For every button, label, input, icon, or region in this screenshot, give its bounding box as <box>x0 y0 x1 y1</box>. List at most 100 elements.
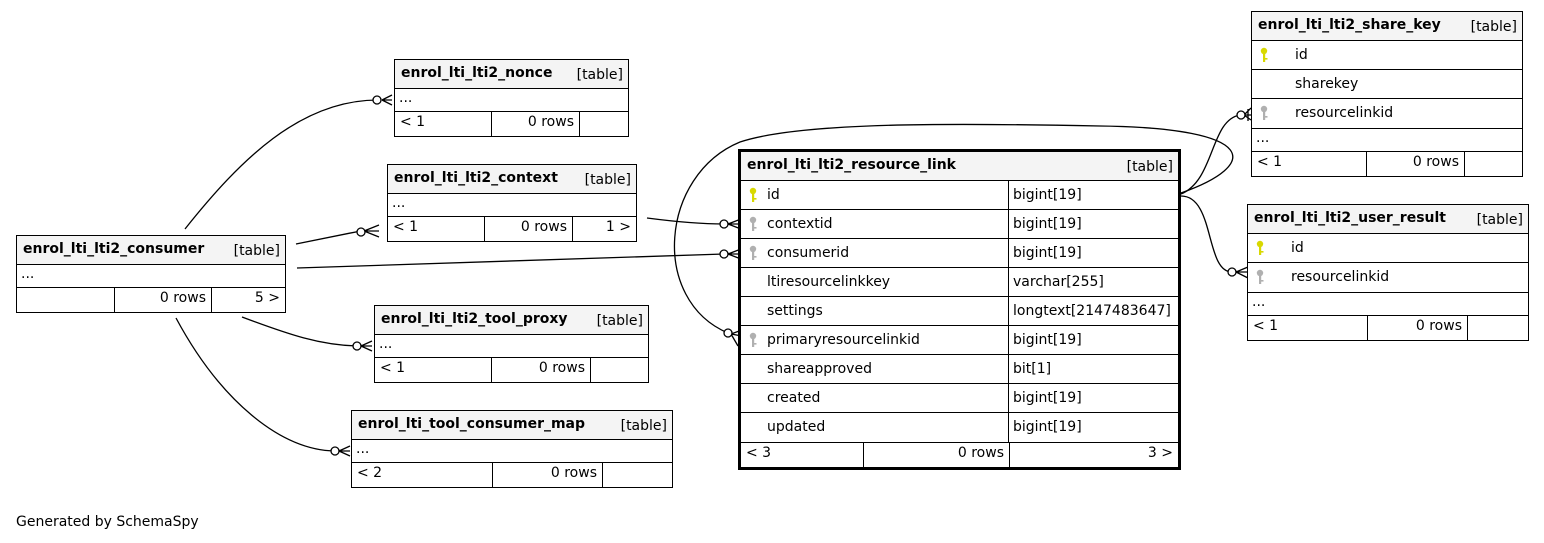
column-type: bigint[19] <box>1013 245 1082 261</box>
relationship-consumer-context <box>295 230 362 245</box>
table-enrol-lti-lti2-tool-proxy[interactable]: enrol_lti_lti2_tool_proxy [table] ... < … <box>374 305 649 383</box>
table-name[interactable]: enrol_lti_lti2_tool_proxy <box>381 311 568 327</box>
column-divider <box>1008 355 1009 383</box>
column-row-consumerid[interactable]: consumerid bigint[19] <box>741 239 1178 268</box>
table-footer: < 2 0 rows <box>352 463 672 487</box>
table-enrol-lti-tool-consumer-map[interactable]: enrol_lti_tool_consumer_map [table] ... … <box>351 410 673 488</box>
table-footer: 0 rows 5 > <box>17 288 285 312</box>
column-name: id <box>1291 240 1304 256</box>
table-header: enrol_lti_lti2_consumer [table] <box>17 236 285 265</box>
row-count: 0 rows <box>1366 152 1464 176</box>
parents-count[interactable]: < 1 <box>393 219 419 235</box>
column-row-settings[interactable]: settings longtext[2147483647] <box>741 297 1178 326</box>
table-name[interactable]: enrol_lti_lti2_user_result <box>1254 210 1446 226</box>
table-footer: < 1 0 rows 1 > <box>388 217 636 241</box>
parents-count[interactable]: < 2 <box>357 465 383 481</box>
parents-count[interactable]: < 1 <box>400 114 426 130</box>
columns-ellipsis: ... <box>352 440 672 463</box>
table-enrol-lti-lti2-share-key[interactable]: enrol_lti_lti2_share_key [table] id share… <box>1251 11 1523 177</box>
children-count[interactable]: 3 > <box>1009 443 1178 467</box>
children-count[interactable] <box>602 463 672 487</box>
primary-key-icon <box>1259 47 1273 64</box>
column-row-primaryresourcelinkid[interactable]: primaryresourcelinkid bigint[19] <box>741 326 1178 355</box>
table-name[interactable]: enrol_lti_lti2_context <box>394 170 558 186</box>
column-name: settings <box>767 303 823 319</box>
parents-count[interactable]: < 1 <box>380 360 406 376</box>
column-divider <box>1008 268 1009 296</box>
table-footer: < 1 0 rows <box>1252 152 1522 176</box>
children-count[interactable] <box>579 112 628 136</box>
row-count: 0 rows <box>863 443 1009 467</box>
column-type: bigint[19] <box>1013 216 1082 232</box>
table-name[interactable]: enrol_lti_tool_consumer_map <box>358 416 586 432</box>
column-row-sharekey[interactable]: sharekey <box>1252 70 1522 99</box>
column-row-id[interactable]: id <box>1248 234 1528 263</box>
table-type-label: [table] <box>576 67 623 83</box>
foreign-key-icon <box>1259 105 1273 122</box>
table-footer: < 1 0 rows <box>395 112 628 136</box>
foreign-key-icon <box>748 216 762 233</box>
column-row-created[interactable]: created bigint[19] <box>741 384 1178 413</box>
column-divider <box>1008 413 1009 442</box>
column-type: bigint[19] <box>1013 332 1082 348</box>
column-type: longtext[2147483647] <box>1013 303 1171 319</box>
parents-count[interactable] <box>17 288 114 312</box>
table-header: enrol_lti_lti2_user_result [table] <box>1248 205 1528 234</box>
column-name: contextid <box>767 216 833 232</box>
row-count: 0 rows <box>491 358 590 382</box>
column-row-resourcelinkid[interactable]: resourcelinkid <box>1248 263 1528 292</box>
foreign-key-icon <box>1255 269 1269 286</box>
children-count[interactable] <box>590 358 648 382</box>
table-type-label: [table] <box>1470 19 1517 35</box>
row-count: 0 rows <box>491 112 579 136</box>
column-name: primaryresourcelinkid <box>767 332 920 348</box>
children-count[interactable] <box>1464 152 1522 176</box>
table-header: enrol_lti_lti2_tool_proxy [table] <box>375 306 648 335</box>
column-row-contextid[interactable]: contextid bigint[19] <box>741 210 1178 239</box>
table-header: enrol_lti_lti2_resource_link [table] <box>741 152 1178 181</box>
column-name: created <box>767 390 821 406</box>
column-divider <box>1008 210 1009 238</box>
generated-by-label: Generated by SchemaSpy <box>16 514 199 530</box>
children-count[interactable]: 5 > <box>211 288 285 312</box>
table-name[interactable]: enrol_lti_lti2_resource_link <box>747 157 956 173</box>
table-name[interactable]: enrol_lti_lti2_nonce <box>401 65 553 81</box>
column-name: ltiresourcelinkkey <box>767 274 891 290</box>
table-header: enrol_lti_lti2_nonce [table] <box>395 60 628 89</box>
row-count: 0 rows <box>484 217 572 241</box>
column-name: resourcelinkid <box>1291 269 1390 285</box>
column-type: bigint[19] <box>1013 419 1082 435</box>
columns-ellipsis: ... <box>1248 293 1528 316</box>
table-enrol-lti-lti2-context[interactable]: enrol_lti_lti2_context [table] ... < 1 0… <box>387 164 637 242</box>
column-row-resourcelinkid[interactable]: resourcelinkid <box>1252 99 1522 128</box>
table-enrol-lti-lti2-user-result[interactable]: enrol_lti_lti2_user_result [table] id res… <box>1247 204 1529 341</box>
table-header: enrol_lti_lti2_share_key [table] <box>1252 12 1522 41</box>
table-type-label: [table] <box>596 313 643 329</box>
parents-count[interactable]: < 1 <box>1257 154 1283 170</box>
column-name: sharekey <box>1295 76 1359 92</box>
table-type-label: [table] <box>620 418 667 434</box>
relationship-resource-link-user-result <box>1180 195 1233 273</box>
column-row-id[interactable]: id <box>1252 41 1522 70</box>
column-divider <box>1008 297 1009 325</box>
columns-ellipsis: ... <box>395 89 628 112</box>
table-name[interactable]: enrol_lti_lti2_share_key <box>1258 17 1441 33</box>
column-type: bigint[19] <box>1013 390 1082 406</box>
children-count[interactable] <box>1467 316 1528 340</box>
parents-count[interactable]: < 1 <box>1253 318 1279 334</box>
parents-count[interactable]: < 3 <box>746 445 772 461</box>
table-footer: < 3 0 rows 3 > <box>741 443 1178 467</box>
table-name[interactable]: enrol_lti_lti2_consumer <box>23 241 205 257</box>
column-name: consumerid <box>767 245 850 261</box>
children-count[interactable]: 1 > <box>572 217 636 241</box>
column-type: bit[1] <box>1013 361 1052 377</box>
table-enrol-lti-lti2-nonce[interactable]: enrol_lti_lti2_nonce [table] ... < 1 0 r… <box>394 59 629 137</box>
table-type-label: [table] <box>233 243 280 259</box>
table-enrol-lti-lti2-consumer[interactable]: enrol_lti_lti2_consumer [table] ... 0 ro… <box>16 235 286 313</box>
